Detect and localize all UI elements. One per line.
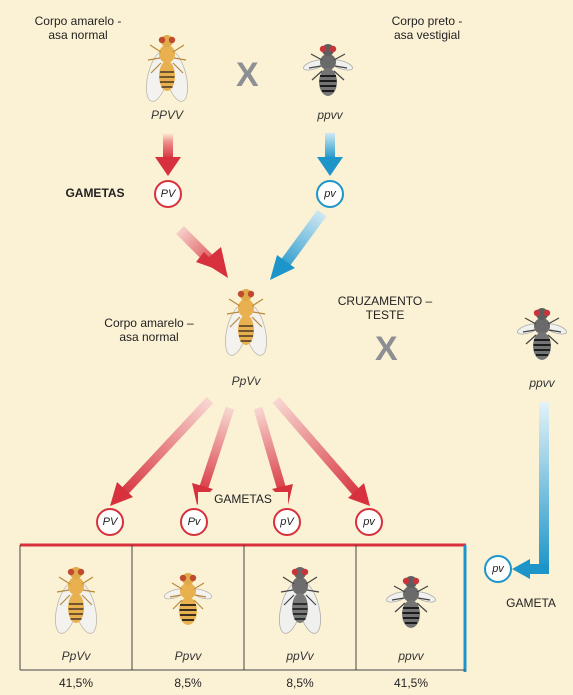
f1-gamete-2: Pv: [180, 508, 208, 536]
testcross-label-line1: CRUZAMENTO –: [330, 294, 440, 308]
offspring-fly-image-1: [51, 567, 101, 636]
f1-phenotype-line2: asa normal: [84, 330, 214, 344]
arrow-f1-to-gamete-3: [258, 408, 282, 490]
offspring-genotype-1: PpVv: [20, 649, 132, 663]
parent-male-phenotype: Corpo preto - asa vestigial: [372, 14, 482, 42]
f1-fly-image: [221, 289, 271, 358]
arrow-f1-to-gamete-4: [276, 400, 356, 492]
testcross-genotype: ppvv: [512, 376, 572, 390]
offspring-genotype-4: ppvv: [356, 649, 466, 663]
arrow-parent-female-to-gamete: [155, 133, 181, 176]
testcross-gamete-label: GAMETA: [492, 596, 570, 610]
arrow-f1-to-gamete-1: [124, 400, 210, 492]
parent-male-phenotype-line2: asa vestigial: [372, 28, 482, 42]
offspring-percent-2: 8,5%: [132, 676, 244, 690]
arrow-parent-male-to-gamete: [317, 133, 343, 176]
offspring-fly-image-3: [275, 567, 325, 636]
testcross-symbol: X: [375, 330, 398, 369]
gametes-label: GAMETAS: [50, 186, 140, 200]
offspring-percent-4: 41,5%: [356, 676, 466, 690]
f1-gamete-4: pv: [355, 508, 383, 536]
parent-female-phenotype-line1: Corpo amarelo -: [18, 14, 138, 28]
parent-female-genotype: PPVV: [137, 108, 197, 122]
parent-male-genotype: ppvv: [300, 108, 360, 122]
f1-gamete-1: PV: [96, 508, 124, 536]
parent-female-phenotype: Corpo amarelo - asa normal: [18, 14, 138, 42]
offspring-percent-3: 8,5%: [244, 676, 356, 690]
f1-gametes-label: GAMETAS: [198, 492, 288, 506]
offspring-fly-image-2: [163, 573, 212, 625]
offspring-percent-1: 41,5%: [20, 676, 132, 690]
parent-female-phenotype-line2: asa normal: [18, 28, 138, 42]
arrow-f1-to-gamete-2: [203, 408, 230, 490]
f1-genotype: PpVv: [216, 374, 276, 388]
testcross-label-line2: TESTE: [330, 308, 440, 322]
f1-phenotype-line1: Corpo amarelo –: [84, 316, 214, 330]
arrow-male-gamete-to-f1: [286, 213, 322, 262]
testcross-fly-image: [516, 308, 567, 360]
parent-male-phenotype-line1: Corpo preto -: [372, 14, 482, 28]
arrow-testcross-to-gamete: [512, 402, 549, 579]
testcross-gamete: pv: [484, 555, 512, 583]
offspring-fly-image-4: [385, 576, 436, 628]
testcross-label: CRUZAMENTO – TESTE: [330, 294, 440, 322]
parental-cross-symbol: X: [236, 56, 259, 95]
offspring-genotype-3: ppVv: [244, 649, 356, 663]
gamete-male: pv: [316, 180, 344, 208]
gamete-female: PV: [154, 180, 182, 208]
f1-phenotype: Corpo amarelo – asa normal: [84, 316, 214, 344]
parent-female-fly-image: [142, 35, 192, 104]
f1-gamete-3: pV: [273, 508, 301, 536]
parent-male-fly-image: [302, 44, 353, 96]
offspring-genotype-2: Ppvv: [132, 649, 244, 663]
